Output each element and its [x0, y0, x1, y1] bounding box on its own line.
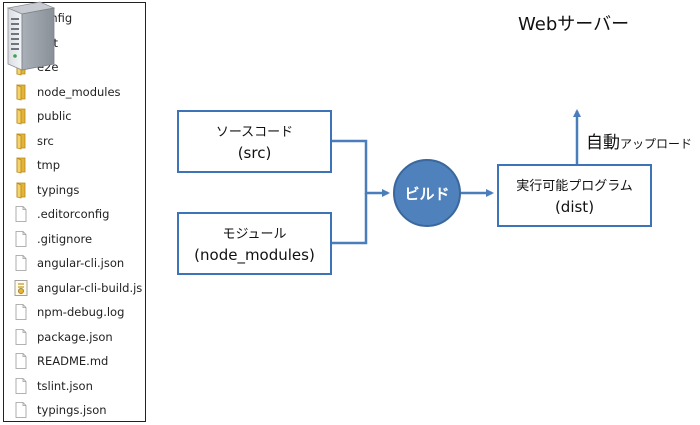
file-list-item[interactable]: typings.json [4, 398, 145, 423]
file-explorer-panel: configdiste2enode_modulespublicsrctmptyp… [3, 2, 146, 422]
web-server-title: Webサーバー [518, 14, 630, 35]
file-name: angular-cli-build.js [37, 280, 143, 295]
file-list-item[interactable]: README.md [4, 349, 145, 374]
source-code-box: ソースコード (src) [177, 110, 332, 173]
file-name: package.json [37, 329, 113, 344]
file-list-item[interactable]: angular-cli.json [4, 251, 145, 276]
executable-program-folder: (dist) [554, 198, 595, 216]
modules-box: モジュール (node_modules) [177, 212, 332, 275]
script-file-icon [12, 279, 30, 297]
file-list-item[interactable]: .gitignore [4, 227, 145, 252]
file-list-item[interactable]: .editorconfig [4, 202, 145, 227]
file-icon [12, 328, 30, 346]
file-list-item[interactable]: npm-debug.log [4, 300, 145, 325]
upload-label: アップロード [620, 137, 693, 151]
file-name: node_modules [37, 84, 121, 99]
file-name: tmp [37, 158, 61, 173]
file-icon [12, 377, 30, 395]
file-icon [12, 230, 30, 248]
executable-program-box: 実行可能プログラム (dist) [497, 164, 652, 227]
file-name: npm-debug.log [37, 305, 125, 320]
file-name: src [37, 133, 54, 148]
file-name: tslint.json [37, 378, 93, 393]
file-list-item[interactable]: package.json [4, 325, 145, 350]
file-list-item[interactable]: typings [4, 178, 145, 203]
executable-program-label: 実行可能プログラム [516, 179, 633, 194]
file-icon [12, 254, 30, 272]
build-label: ビルド [404, 184, 450, 203]
file-name: public [37, 109, 72, 124]
source-code-label: ソースコード [215, 125, 294, 140]
file-name: .editorconfig [37, 207, 110, 222]
source-code-folder: (src) [237, 144, 272, 162]
file-list-item[interactable]: tmp [4, 153, 145, 178]
file-icon [12, 401, 30, 419]
file-name: typings [37, 182, 80, 197]
modules-label: モジュール [222, 227, 287, 242]
folder-icon [12, 181, 30, 199]
modules-folder: (node_modules) [194, 246, 315, 264]
file-list-item[interactable]: node_modules [4, 80, 145, 105]
connector-modules-to-build [332, 193, 368, 245]
folder-icon [12, 156, 30, 174]
file-list-item[interactable]: angular-cli-build.js [4, 276, 145, 301]
build-node: ビルド [393, 159, 461, 227]
file-list-item[interactable]: tslint.json [4, 374, 145, 399]
auto-label: 自動 [586, 133, 620, 153]
file-icon [12, 303, 30, 321]
file-name: typings.json [37, 403, 107, 418]
file-name: .gitignore [37, 231, 93, 246]
file-list-item[interactable]: src [4, 129, 145, 154]
file-name: angular-cli.json [37, 256, 125, 271]
file-name: README.md [37, 354, 109, 369]
connector-source-to-build [332, 139, 390, 197]
file-icon [12, 352, 30, 370]
file-icon [12, 205, 30, 223]
folder-icon [12, 132, 30, 150]
file-list-item[interactable]: public [4, 104, 145, 129]
auto-upload-label: 自動アップロード [586, 128, 692, 153]
folder-icon [12, 83, 30, 101]
folder-icon [12, 107, 30, 125]
server-icon [6, 1, 56, 71]
